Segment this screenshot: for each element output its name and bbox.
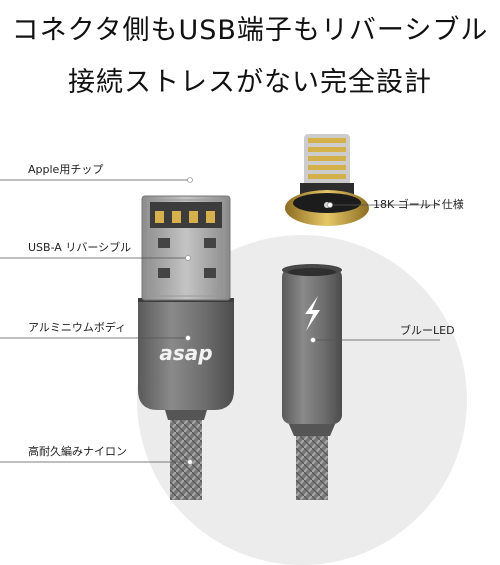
lightning-magnetic-tip <box>285 134 369 226</box>
headline-line-1: コネクタ側もUSB端子もリバーシブル <box>11 15 489 46</box>
usb-aluminum-body: asap <box>138 298 234 410</box>
cable-illustration: asap <box>0 134 440 500</box>
usb-a-plug <box>141 195 231 301</box>
brand-logo: asap <box>159 341 212 365</box>
magnetic-cable-end <box>282 264 342 500</box>
headline-line-2: 接続ストレスがない完全設計 <box>68 67 432 98</box>
callout-apple-chip: Apple用チップ <box>28 163 104 176</box>
callout-gold-18k: 18K ゴールド仕様 <box>373 198 464 211</box>
usb-cable-braid <box>162 400 210 500</box>
callout-usb-a: USB-A リバーシブル <box>28 241 132 254</box>
callout-blue-led: ブルーLED <box>400 324 455 337</box>
callout-braided-nylon: 高耐久編みナイロン <box>28 445 127 458</box>
product-image-stage: コネクタ側もUSB端子もリバーシブル 接続ストレスがない完全設計 <box>0 15 489 565</box>
callout-aluminum-body: アルミニウムボディ <box>28 321 127 334</box>
